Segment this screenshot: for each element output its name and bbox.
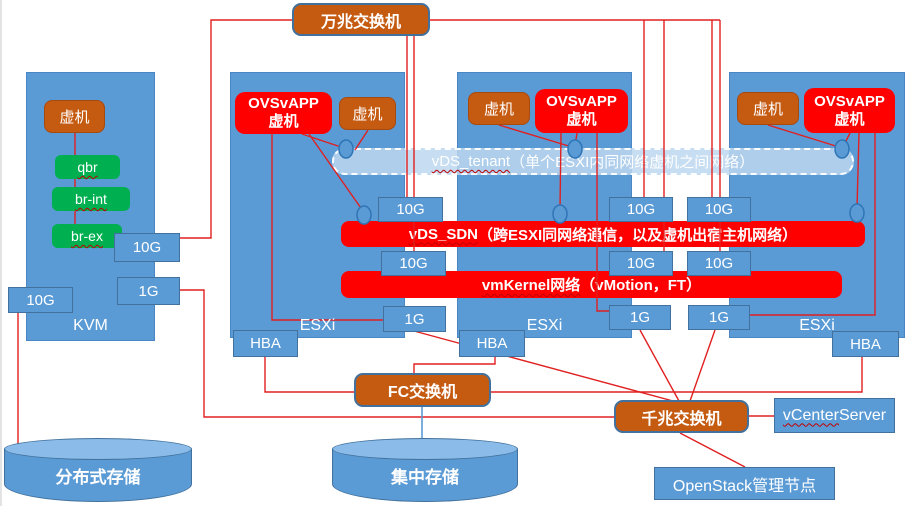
bridge-qbr: qbr (55, 155, 120, 179)
edge-wanzhao-kvm10g (180, 19, 292, 239)
port-sdn-esxi1 (356, 205, 372, 225)
vcenter-server-node: vCenter Server (774, 398, 895, 433)
edge-ovsvapp3-1g (750, 133, 876, 316)
vmkernel-name: vmKernel网络 (481, 277, 581, 294)
central-storage-cylinder: 集中存储 (332, 438, 518, 502)
kvm-label: KVM (73, 317, 108, 334)
esxi3-hba: HBA (832, 331, 899, 357)
fc-switch: FC交换机 (354, 373, 491, 407)
esxi3-vm-box: 虚机 (737, 92, 799, 125)
openstack-node: OpenStack管理节点 (654, 467, 835, 500)
ten-gig-switch: 万兆交换机 (292, 3, 430, 36)
esxi1-label: ESXi (299, 317, 336, 334)
port-tenant-esxi1 (338, 139, 354, 159)
port-sdn-esxi2 (552, 204, 568, 224)
edge-vm1-tenant (354, 129, 369, 151)
vmkernel-desc: （vMotion，FT） (580, 277, 702, 294)
edge-qianzhao-openstack (679, 432, 746, 468)
esxi2-label: ESXi (526, 317, 563, 334)
edge-hba1-fc (264, 357, 354, 393)
vds-sdn-name: vDS_SDN (408, 225, 478, 243)
edge-esxi2-1g-qianzhao (639, 329, 680, 402)
edge-ovsvapp1-tenant (301, 133, 345, 149)
esxi1-vm-box: 虚机 (339, 97, 396, 130)
esxi2-vm-box: 虚机 (468, 92, 530, 125)
vds-sdn-desc: （跨ESXI同网络通信，以及虚机出宿主机网络） (478, 226, 798, 244)
edge-vm3-tenant (767, 124, 840, 148)
vds-tenant-desc: （单个ESXI内同网络虚机之间网络） (510, 154, 755, 171)
esxi1-hba: HBA (233, 330, 298, 357)
kvm-nic-1g: 1G (117, 277, 180, 305)
vds-sdn-band: vDS_SDN（跨ESXI同网络通信，以及虚机出宿主机网络） (341, 221, 865, 247)
central-storage-label: 集中存储 (391, 467, 459, 487)
esxi2-nic-1g: 1G (609, 305, 671, 330)
esxi3-label: ESXi (799, 317, 835, 334)
esxi1-nic-10g-sdn: 10G (378, 197, 443, 222)
port-tenant-esxi2 (567, 139, 583, 159)
esxi2-ovsvapp-vm: OVSvAPP 虚机 (535, 89, 628, 133)
port-sdn-esxi3 (849, 203, 865, 223)
cylinder-top-ellipse (332, 438, 518, 460)
kvm-vm-box: 虚机 (44, 100, 105, 133)
edge-ovsvapp1-1g (271, 134, 383, 321)
esxi1-nic-1g: 1G (383, 306, 446, 332)
edge-kvm1g-qianzhao (180, 289, 614, 418)
distributed-storage-label: 分布式存储 (55, 467, 141, 487)
bridge-br-ex: br-ex (52, 224, 122, 248)
port-tenant-esxi3 (834, 139, 850, 159)
esxi3-nic-1g: 1G (688, 305, 750, 330)
vds-tenant-band: vDS_tenant（单个ESXI内同网络虚机之间网络） (332, 148, 854, 175)
esxi2-hba: HBA (459, 330, 525, 357)
kvm-nic-10g: 10G (114, 233, 180, 262)
edge-esxi1-1g-qianzhao (413, 330, 674, 402)
esxi3-nic-10g-sdn: 10G (687, 197, 751, 222)
esxi3-ovsvapp-vm: OVSvAPP 虚机 (804, 88, 895, 133)
esxi1-nic-10g-vmk: 10G (381, 251, 446, 276)
distributed-storage-cylinder: 分布式存储 (4, 438, 192, 502)
cylinder-top-ellipse (4, 438, 192, 460)
edge-vm2-tenant (498, 124, 573, 148)
edge-esxi3-1g-qianzhao (689, 329, 716, 402)
esxi3-nic-10g-vmk: 10G (687, 251, 751, 276)
edge-ovsvapp3-sdn (856, 132, 860, 209)
bridge-br-int: br-int (52, 187, 130, 211)
edge-hba2-fc (413, 357, 496, 374)
edge-ovsvapp1-sdn (308, 133, 364, 212)
esxi2-nic-10g-sdn: 10G (609, 197, 673, 222)
esxi1-ovsvapp-vm: OVSvAPP 虚机 (235, 92, 332, 134)
edge-ovsvapp2-1g (596, 133, 609, 312)
esxi2-nic-10g-vmk: 10G (609, 251, 673, 276)
edge-fc-hba3 (490, 357, 863, 393)
vds-tenant-name: vDS_tenant (431, 153, 511, 170)
edge-ovsvapp2-sdn (559, 132, 562, 210)
gig-switch: 千兆交换机 (614, 400, 749, 433)
kvm-nic-10g-storage: 10G (8, 287, 73, 313)
